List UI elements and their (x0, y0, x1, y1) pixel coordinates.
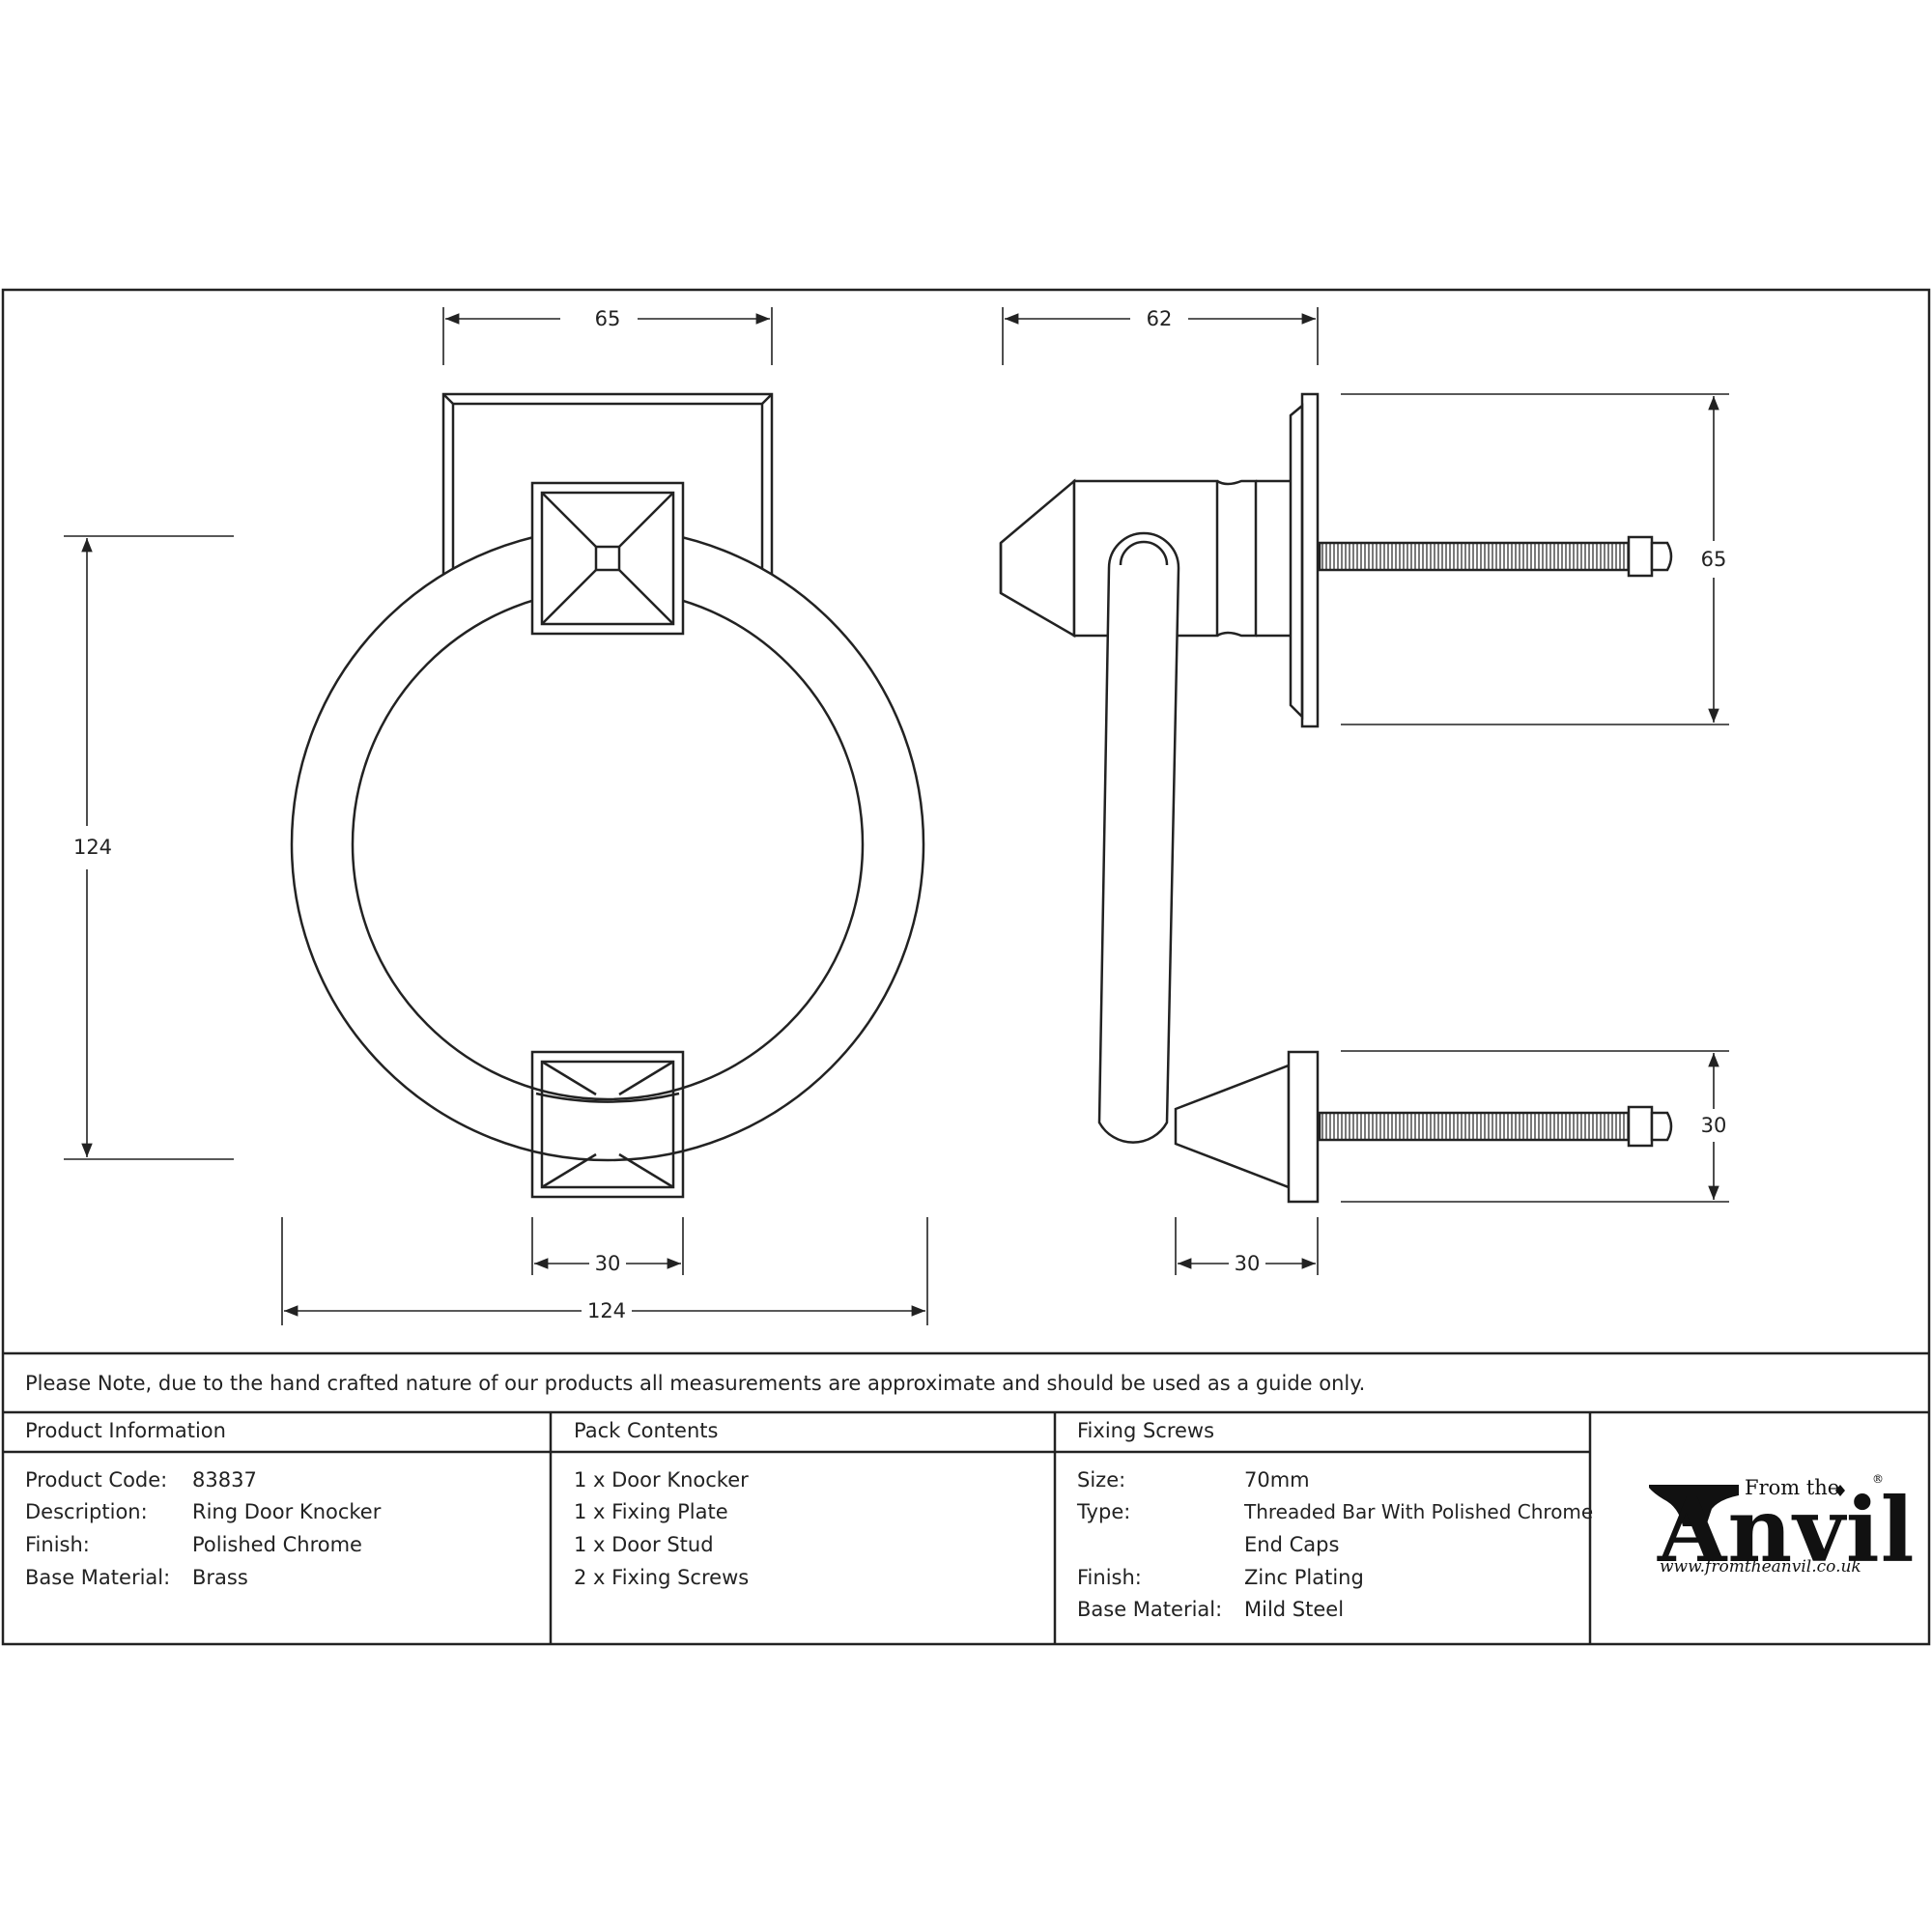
dim-front-plate-width: 65 (595, 307, 621, 330)
dim-side-depth: 62 (1147, 307, 1173, 330)
logo-registered-mark: ® (1872, 1472, 1884, 1486)
screw-base-material-label: Base Material: (1077, 1598, 1223, 1621)
dim-side-plate-height: 65 (1701, 548, 1727, 571)
finish-value: Polished Chrome (192, 1533, 362, 1556)
base-material-label: Base Material: (25, 1566, 171, 1589)
pack-item: 1 x Door Stud (574, 1533, 714, 1556)
screw-base-material-value: Mild Steel (1244, 1598, 1345, 1621)
logo-diamond-icon (1835, 1485, 1845, 1496)
logo-anvil-wordmark: Anvil (1658, 1478, 1916, 1582)
base-material-value: Brass (192, 1566, 248, 1589)
pack-item: 1 x Door Knocker (574, 1468, 749, 1492)
description-label: Description: (25, 1500, 148, 1523)
dim-side-stud-depth: 30 (1235, 1252, 1261, 1275)
dim-front-stud-width: 30 (595, 1252, 621, 1275)
side-backplate (1289, 392, 1320, 728)
pack-contents-heading: Pack Contents (574, 1419, 719, 1442)
logo-url: www.fromtheanvil.co.uk (1660, 1557, 1861, 1577)
product-information-heading: Product Information (25, 1419, 226, 1442)
logo-from-the: From the (1745, 1476, 1840, 1499)
screw-size-label: Size: (1077, 1468, 1126, 1492)
fixing-screw-bottom (1318, 1105, 1673, 1148)
anvil-icon (1649, 1485, 1739, 1526)
screw-finish-label: Finish: (1077, 1566, 1142, 1589)
side-view-knocker (999, 392, 1673, 1204)
measurement-note: Please Note, due to the hand crafted nat… (25, 1372, 1366, 1395)
dimension-labels: 65 124 30 124 62 65 30 30 (73, 307, 1726, 1322)
pack-item: 2 x Fixing Screws (574, 1566, 750, 1589)
screw-type-value-cont: End Caps (1244, 1533, 1340, 1556)
screw-size-value: 70mm (1244, 1468, 1310, 1492)
dimension-lines (64, 307, 1729, 1325)
fixing-screw-top (1318, 535, 1673, 578)
dim-front-height: 124 (73, 836, 112, 859)
dim-side-stud-height: 30 (1701, 1114, 1727, 1137)
drawing-frame (1, 288, 1931, 1646)
side-ring-profile (1097, 531, 1180, 1144)
dim-front-width: 124 (587, 1299, 626, 1322)
fixing-screws-heading: Fixing Screws (1077, 1419, 1215, 1442)
product-code-value: 83837 (192, 1468, 257, 1492)
screw-type-label: Type: (1077, 1500, 1131, 1523)
pack-item: 1 x Fixing Plate (574, 1500, 728, 1523)
top-pyramid-boss (530, 481, 685, 636)
front-view-knocker (290, 392, 925, 1199)
screw-finish-value: Zinc Plating (1244, 1566, 1364, 1589)
finish-label: Finish: (25, 1533, 90, 1556)
product-code-label: Product Code: (25, 1468, 168, 1492)
screw-type-value: Threaded Bar With Polished Chrome (1244, 1500, 1594, 1523)
bottom-pyramid-boss (530, 1050, 685, 1199)
description-value: Ring Door Knocker (192, 1500, 382, 1523)
side-door-stud (1174, 1050, 1320, 1204)
